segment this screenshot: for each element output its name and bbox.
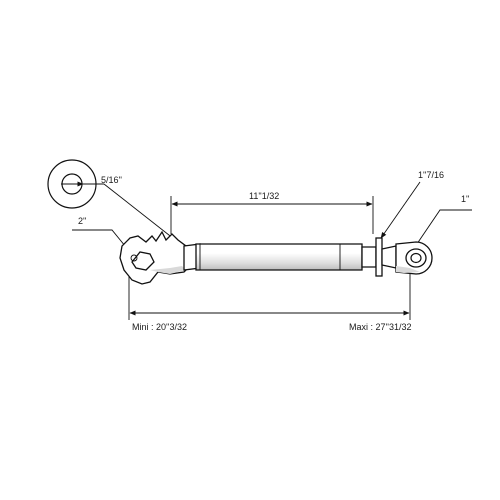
min-length-label: Mini : 20''3/32 [132, 322, 187, 332]
body-length-dimension [170, 196, 374, 234]
hook-size-label: 2'' [78, 216, 87, 226]
adjusting-tube [195, 243, 363, 271]
max-length-label: Maxi : 27''31/32 [349, 322, 411, 332]
bolt-detail-view [47, 159, 104, 209]
nut-size-label: 1''7/16 [418, 170, 444, 180]
bolt-diameter-label: 5/16'' [101, 175, 122, 185]
body-length-label: 11''1/32 [249, 191, 279, 201]
nut-leader-line [380, 181, 421, 239]
eye-end [361, 237, 433, 277]
eye-size-label: 1'' [461, 194, 470, 204]
hook-end [119, 230, 201, 285]
